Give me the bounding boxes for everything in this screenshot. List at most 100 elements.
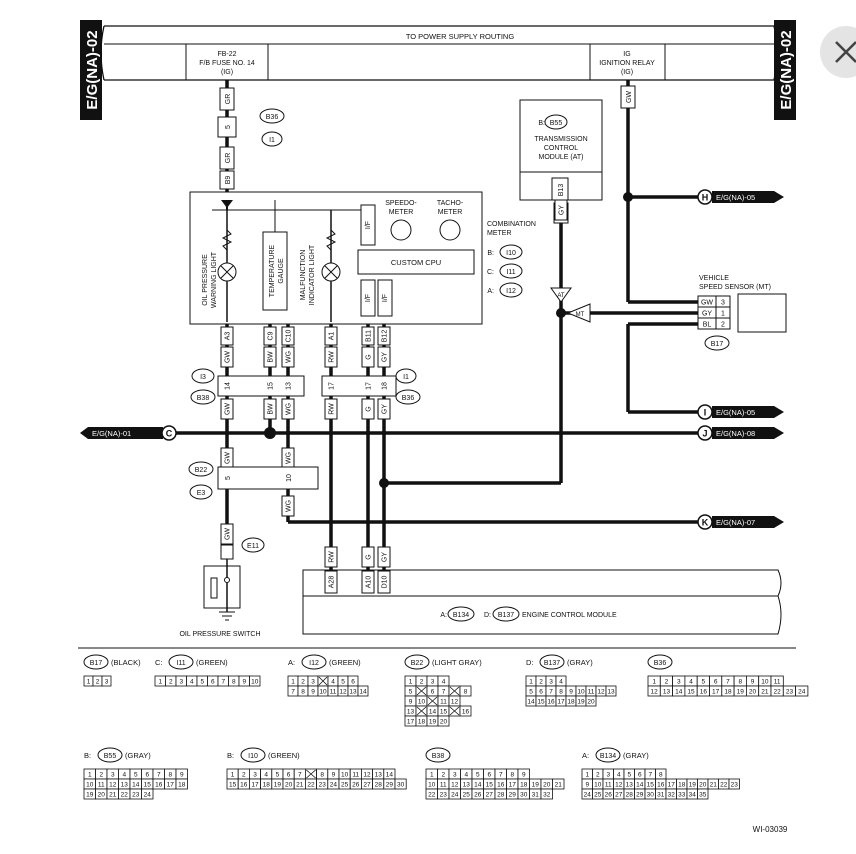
- pin: 3: [111, 772, 115, 779]
- pin: 35: [699, 792, 707, 799]
- meter-pin-a1: A1: [329, 332, 336, 341]
- pin: 20: [587, 699, 595, 706]
- wire-junctions: [264, 192, 633, 488]
- ref-label-h: E/G(NA)-05: [716, 193, 755, 202]
- svg-text:I1: I1: [403, 374, 409, 381]
- connector-color-b137: (GRAY): [567, 658, 593, 667]
- wire-color-low-5: GY: [382, 404, 389, 414]
- pin: 10: [319, 689, 327, 696]
- pin: 8: [168, 772, 172, 779]
- pin: 29: [386, 782, 394, 789]
- tcm-title-1: TRANSMISSION: [534, 136, 587, 143]
- pin: 6: [638, 772, 642, 779]
- wire-color-5: GY: [382, 352, 389, 362]
- pin: 10: [594, 782, 602, 789]
- pin: 12: [109, 782, 117, 789]
- pin: 2: [169, 679, 173, 686]
- wire-color-1: BW: [268, 351, 275, 363]
- pin: 30: [520, 792, 528, 799]
- connector-name-i11: I11: [176, 660, 185, 667]
- wire-wg-low: WG: [286, 500, 293, 512]
- connector-name-b55: B55: [104, 753, 117, 760]
- pin: 23: [731, 782, 739, 789]
- pin: 7: [442, 689, 446, 696]
- pin: 16: [547, 699, 555, 706]
- meter-title-2: METER: [487, 230, 512, 237]
- svg-text:D:: D:: [484, 612, 491, 619]
- vss-wire-1: GY: [702, 311, 712, 318]
- close-button[interactable]: [820, 26, 856, 78]
- ref-label-c: E/G(NA)-01: [92, 429, 131, 438]
- pin: 1: [529, 679, 533, 686]
- wire-color-low-1: BW: [268, 403, 275, 415]
- pin: 33: [678, 792, 686, 799]
- side-tab-left: [80, 20, 102, 120]
- wire-wg-b22: WG: [286, 452, 293, 464]
- meter-pin-a3: A3: [225, 332, 232, 341]
- svg-text:C:: C:: [155, 658, 163, 667]
- pin: 28: [626, 792, 634, 799]
- pin: 4: [464, 772, 468, 779]
- wire-paths: [176, 80, 700, 570]
- pin: 23: [786, 689, 794, 696]
- mid-pin-2: 13: [286, 382, 293, 390]
- pin: 9: [585, 782, 589, 789]
- pin: 18: [520, 782, 528, 789]
- pin: 19: [274, 782, 282, 789]
- pin: 2: [420, 679, 424, 686]
- svg-text:B9: B9: [225, 176, 232, 185]
- pin: 3: [431, 679, 435, 686]
- pin: 5: [341, 679, 345, 686]
- connector-color-b134: (GRAY): [623, 751, 649, 760]
- pin: 11: [98, 782, 105, 789]
- pin: 24: [144, 792, 152, 799]
- meter-pin-c10: C10: [286, 329, 293, 342]
- pin: 10: [428, 782, 436, 789]
- pin: 1: [158, 679, 162, 686]
- pin: 23: [440, 792, 448, 799]
- wire-color-4: G: [366, 354, 373, 359]
- pin: 1: [585, 772, 589, 779]
- pin: 8: [510, 772, 514, 779]
- vss-pin-0: 3: [721, 300, 725, 307]
- pin: 10: [761, 679, 769, 686]
- fuse-label-1: FB-22: [217, 51, 236, 58]
- pin: 4: [122, 772, 126, 779]
- pin: 12: [451, 782, 459, 789]
- mid-pin-5: 18: [382, 382, 389, 390]
- pin: 13: [626, 782, 634, 789]
- pin: 7: [298, 772, 302, 779]
- ref-id-c: C: [166, 429, 173, 439]
- pin: 12: [451, 699, 459, 706]
- pin: 17: [251, 782, 259, 789]
- meter-ref-i10: I10: [506, 250, 516, 257]
- pin: 5: [627, 772, 631, 779]
- pin: 3: [311, 679, 315, 686]
- pin: 17: [167, 782, 175, 789]
- svg-text:GR: GR: [225, 94, 232, 105]
- pin: 15: [440, 709, 448, 716]
- pin: 28: [375, 782, 383, 789]
- pin: 27: [615, 792, 623, 799]
- wire-gw-b22: GW: [225, 452, 232, 464]
- pin: 18: [724, 689, 732, 696]
- pin: 5: [134, 772, 138, 779]
- pin: 19: [577, 699, 585, 706]
- pin: 16: [700, 689, 708, 696]
- svg-text:B:: B:: [487, 250, 494, 257]
- mid-pin-0: 14: [225, 382, 232, 390]
- wire-color-0: GW: [225, 351, 232, 363]
- pin: 9: [332, 772, 336, 779]
- combination-meter: SPEEDO- METER TACHO- METER CUSTOM CPU I/…: [189, 191, 536, 325]
- pin: 17: [557, 699, 565, 706]
- pin: 20: [285, 782, 293, 789]
- pin: 5: [200, 679, 204, 686]
- pin: 7: [291, 689, 295, 696]
- pin: 6: [287, 772, 291, 779]
